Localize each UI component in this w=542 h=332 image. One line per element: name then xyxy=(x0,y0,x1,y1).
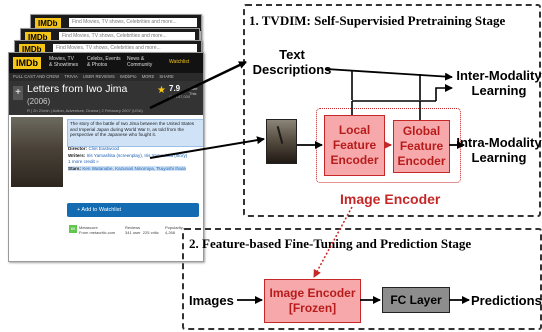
poster-image xyxy=(11,117,63,187)
rating-sub: /10 147,000 xyxy=(169,94,191,99)
arrow-text-to-inter xyxy=(325,68,453,81)
subnav-item: SHARE xyxy=(159,74,174,79)
star-icon: ★ xyxy=(157,85,166,96)
search-input: Find Movies, TV shows, Celebrities and m… xyxy=(59,32,195,41)
writers-names: Iris Yamashita (screenplay), Iris Yamash… xyxy=(86,153,188,158)
arrow-encoder-transfer xyxy=(313,206,353,278)
arrow-encoders-to-inter xyxy=(435,84,453,101)
imdb-logo: IMDb xyxy=(25,32,51,43)
rating-value: 7.9 xyxy=(169,84,181,93)
subnav-item: TRIVIA xyxy=(64,74,78,79)
watchlist-label: + Add to Watchlist xyxy=(77,207,121,213)
writers-more-link: 1 more credit » xyxy=(68,159,99,164)
images-label: Images xyxy=(189,293,234,308)
movie-title: Letters from Iwo Jima (2006) xyxy=(27,83,137,108)
reviews-label: Reviews 341 user 225 critic xyxy=(125,225,159,235)
fc-layer-label: FC Layer xyxy=(390,293,442,307)
text-descriptions-label: Text Descriptions xyxy=(252,47,332,77)
local-feature-encoder: Local Feature Encoder xyxy=(324,115,385,176)
metascore-label: Metascore From metacritic.com xyxy=(79,225,116,235)
stage2-title: 2. Feature-based Fine-Tuning and Predict… xyxy=(189,236,472,251)
writers-more: 1 more credit » xyxy=(68,159,99,164)
metascore-badge: 89 xyxy=(69,225,77,233)
arrow-screenshot-to-text xyxy=(149,60,247,110)
nav-watchlist: Watchlist xyxy=(169,59,190,65)
imdb-header-bar: IMDb Find Movies, TV shows, Celebrities … xyxy=(31,15,201,31)
imdb-header: IMDb Movies, TV & Showtimes Celebs, Even… xyxy=(9,53,203,73)
imdb-logo: IMDb xyxy=(13,57,41,69)
stage1-title: 1. TVDIM: Self-Supervisied Pretraining S… xyxy=(249,13,506,28)
stage1-box xyxy=(243,4,541,217)
movie-title-text: Letters from Iwo Jima xyxy=(27,83,128,95)
stars-credit: Stars: Ken Watanabe, Kazunari Ninomiya, … xyxy=(68,166,186,171)
frozen-image-encoder: Image Encoder [Frozen] xyxy=(264,279,361,323)
fc-layer: FC Layer xyxy=(382,287,450,313)
nav-movies: Movies, TV & Showtimes xyxy=(49,56,79,68)
subnav-item: IMDbPro xyxy=(119,74,137,79)
director-credit: Director: Clint Eastwood xyxy=(68,146,119,151)
nav-celebs: Celebs, Events & Photos xyxy=(87,56,121,68)
writers-label: Writers: xyxy=(68,153,86,158)
local-encoder-label: Local Feature Encoder xyxy=(330,123,379,167)
plus-icon: + xyxy=(13,86,23,100)
poster-thumbnail xyxy=(266,119,297,164)
imdb-logo: IMDb xyxy=(35,18,61,29)
movie-meta: R | 2h 21min | Action, Adventure, Drama … xyxy=(27,108,143,113)
inter-modality-label: Inter-Modality Learning xyxy=(456,68,542,98)
intra-modality-label: Intra-Modality Learning xyxy=(456,135,542,165)
add-to-watchlist-button: + Add to Watchlist xyxy=(67,203,199,217)
frozen-encoder-label: Image Encoder [Frozen] xyxy=(269,286,356,315)
search-input: Find Movies, TV shows, Celebrities and m… xyxy=(53,44,197,53)
image-encoder-label: Image Encoder xyxy=(340,191,441,207)
subnav-item: USER REVIEWS xyxy=(82,74,115,79)
stars-label: Stars: xyxy=(68,166,82,171)
subnav-item: MORE xyxy=(141,74,155,79)
nav-news: News & Community xyxy=(127,56,153,68)
global-encoder-label: Global Feature Encoder xyxy=(397,124,446,168)
imdb-subnav: FULL CAST AND CREW TRIVIA USER REVIEWS I… xyxy=(9,73,203,81)
arrow-screenshot-to-poster xyxy=(149,136,265,159)
stats-strip: 89 Metascore From metacritic.com Reviews… xyxy=(67,223,201,239)
writers-credit: Writers: Iris Yamashita (screenplay), Ir… xyxy=(68,153,187,158)
predictions-label: Predictions xyxy=(471,293,542,308)
global-feature-encoder: Global Feature Encoder xyxy=(393,120,450,173)
imdb-logo: IMDb xyxy=(19,44,45,55)
movie-year: (2006) xyxy=(27,97,51,106)
popularity-label: Popularity 4,268 xyxy=(165,225,183,235)
stars-names: Ken Watanabe, Kazunari Ninomiya, Tsuyosh… xyxy=(82,166,186,171)
director-name: Clint Eastwood xyxy=(88,146,120,151)
search-input: Find Movies, TV shows, Celebrities and m… xyxy=(69,18,197,27)
subnav-item: FULL CAST AND CREW xyxy=(13,74,60,79)
plot-summary: The story of the battle of Iwo Jima betw… xyxy=(67,119,203,147)
director-label: Director: xyxy=(68,146,88,151)
stage2-box xyxy=(182,228,542,330)
